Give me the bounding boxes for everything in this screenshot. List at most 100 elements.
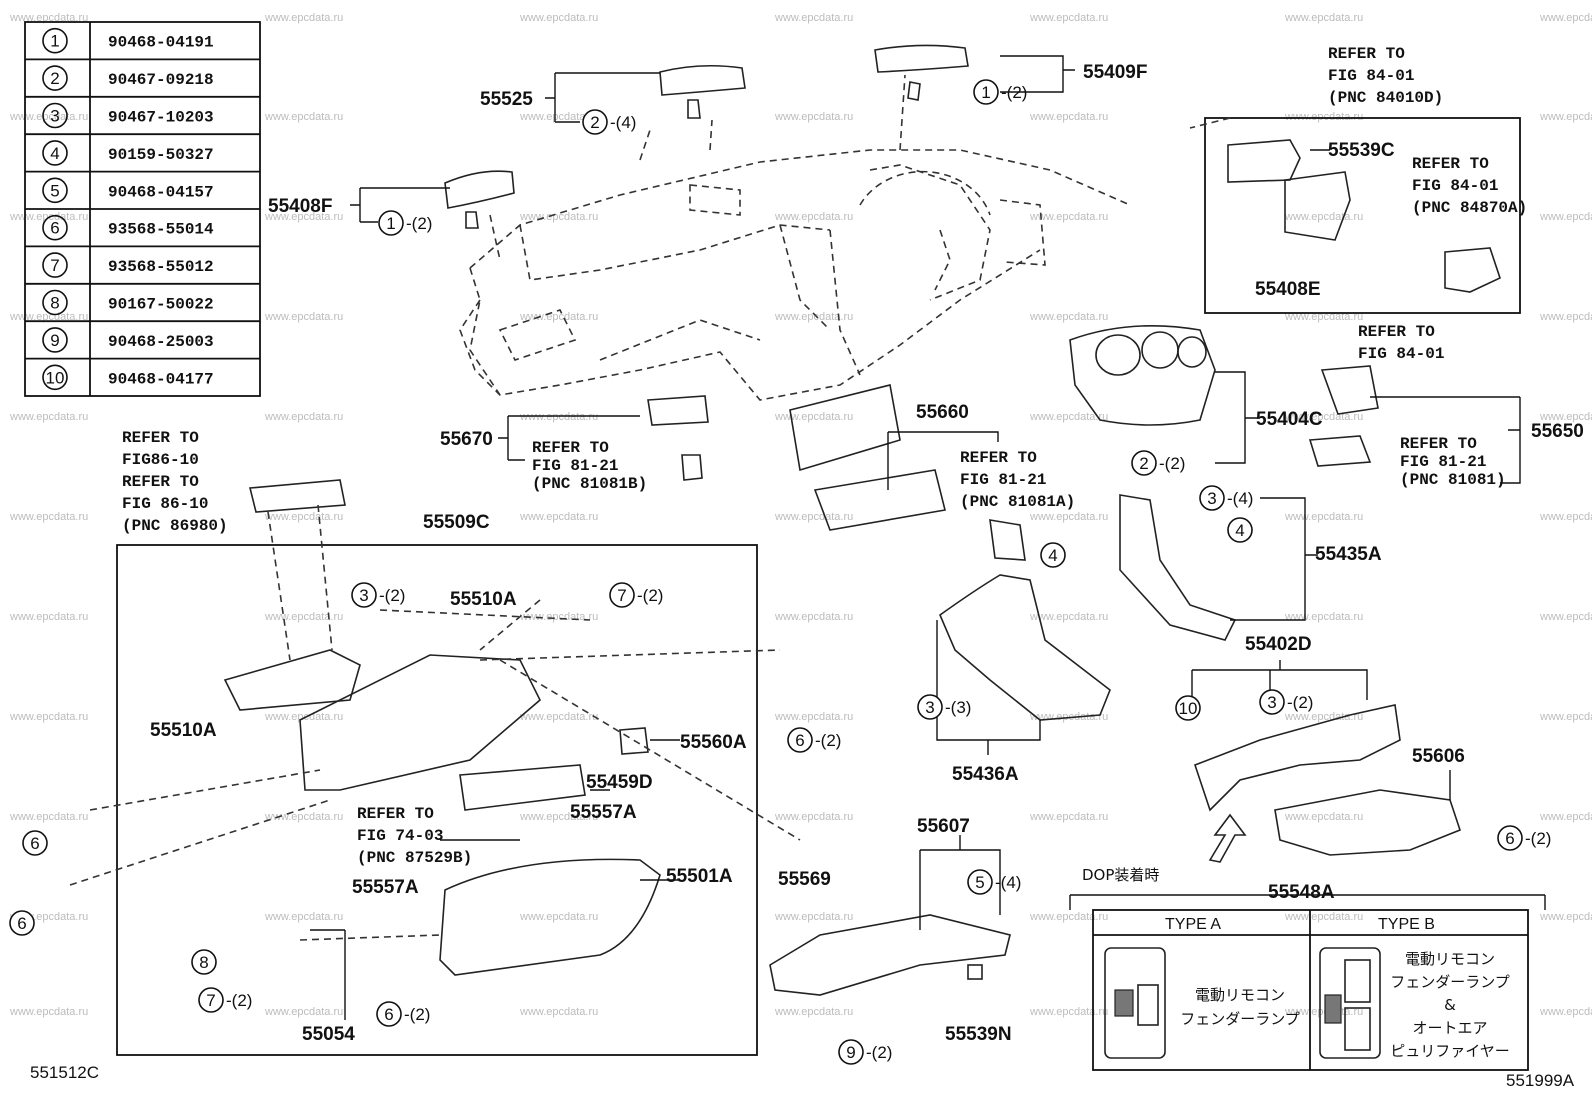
type-b-line: & bbox=[1444, 996, 1456, 1014]
register-vent-right bbox=[1308, 365, 1379, 467]
callout-3: 3 -(4) bbox=[1199, 485, 1253, 511]
part-label-55606: 55606 bbox=[1412, 746, 1465, 767]
watermark: www.epcdata.ru bbox=[9, 511, 88, 523]
callout-quantity: -(2) bbox=[379, 586, 405, 605]
callout-number: 2 bbox=[590, 113, 599, 132]
callout-quantity: -(4) bbox=[1227, 489, 1253, 508]
part-label-55435a: 55435A bbox=[1315, 544, 1382, 565]
callout-6: 6 bbox=[9, 910, 35, 936]
refer-line: FIG 84-01 bbox=[1358, 345, 1444, 363]
panel-cap-right bbox=[874, 44, 969, 101]
dop-option-box bbox=[1092, 909, 1529, 1071]
watermark: www.epcdata.ru bbox=[1539, 811, 1592, 823]
watermark: www.epcdata.ru bbox=[1539, 911, 1592, 923]
switch-type-a bbox=[1104, 947, 1166, 1059]
callout-number: 8 bbox=[199, 953, 208, 972]
watermark: www.epcdata.ru bbox=[519, 611, 598, 623]
glove-box-cover-upper bbox=[659, 64, 746, 119]
fastener-no: 9 bbox=[50, 331, 59, 350]
type-b-line: フェンダーランプ bbox=[1390, 973, 1510, 991]
watermark: www.epcdata.ru bbox=[1539, 311, 1592, 323]
type-a-line: フェンダーランプ bbox=[1180, 1010, 1300, 1028]
watermark: www.epcdata.ru bbox=[1284, 811, 1363, 823]
figure-code-left: 551512C bbox=[30, 1063, 99, 1082]
callout-number: 6 bbox=[1505, 829, 1514, 848]
callout-quantity: -(2) bbox=[1287, 693, 1313, 712]
refer-line: REFER TO bbox=[1328, 45, 1405, 63]
fastener-part-number: 90467-09218 bbox=[108, 71, 214, 89]
callout-number: 6 bbox=[384, 1005, 393, 1024]
watermark: www.epcdata.ru bbox=[774, 12, 853, 24]
part-label-55510a: 55510A bbox=[150, 720, 217, 741]
watermark: www.epcdata.ru bbox=[264, 911, 343, 923]
callout-7: 7-(2) bbox=[198, 987, 252, 1013]
watermark: www.epcdata.ru bbox=[1539, 511, 1592, 523]
callout-number: 1 bbox=[981, 83, 990, 102]
callout-10: 10 bbox=[1175, 695, 1201, 721]
refer-line: (PNC 81081) bbox=[1400, 471, 1506, 489]
watermark: www.epcdata.ru bbox=[264, 611, 343, 623]
callout-quantity: -(2) bbox=[1525, 829, 1551, 848]
callout-3: 3-(3) bbox=[917, 694, 971, 720]
callout-6: 6 -(2) bbox=[1497, 825, 1551, 851]
callout-3: 3 -(2) bbox=[351, 582, 405, 608]
refer-line: REFER TO bbox=[1412, 155, 1489, 173]
refer-line: FIG 84-01 bbox=[1412, 177, 1498, 195]
callout-4: 4 bbox=[1040, 542, 1066, 568]
watermark: www.epcdata.ru bbox=[774, 311, 853, 323]
watermark: www.epcdata.ru bbox=[774, 811, 853, 823]
callout-number: 7 bbox=[206, 991, 215, 1010]
callout-4: 4 bbox=[1227, 517, 1253, 543]
callout-3: 3-(2) bbox=[1259, 689, 1313, 715]
part-label-55660: 55660 bbox=[916, 402, 969, 423]
watermark: www.epcdata.ru bbox=[1029, 411, 1108, 423]
refer-line: (PNC 87529B) bbox=[357, 849, 472, 867]
watermark: www.epcdata.ru bbox=[1284, 711, 1363, 723]
callout-number: 5 bbox=[975, 873, 984, 892]
callout-quantity: -(2) bbox=[406, 214, 432, 233]
watermark: www.epcdata.ru bbox=[1539, 611, 1592, 623]
callout-quantity: -(2) bbox=[815, 731, 841, 750]
refer-line: FIG 74-03 bbox=[357, 827, 443, 845]
refer-line: REFER TO bbox=[1400, 435, 1477, 453]
watermark: www.epcdata.ru bbox=[774, 711, 853, 723]
watermark: www.epcdata.ru bbox=[519, 911, 598, 923]
watermark: www.epcdata.ru bbox=[1539, 1006, 1592, 1018]
fastener-part-number: 93568-55014 bbox=[108, 221, 214, 239]
refer-line: REFER TO bbox=[960, 449, 1037, 467]
part-label-55501a: 55501A bbox=[666, 866, 733, 887]
refer-line: FIG 81-21 bbox=[532, 457, 618, 475]
watermark: www.epcdata.ru bbox=[9, 311, 88, 323]
watermark: www.epcdata.ru bbox=[1284, 411, 1363, 423]
callout-number: 2 bbox=[1139, 454, 1148, 473]
part-label-55557a: 55557A bbox=[352, 877, 419, 898]
watermark: www.epcdata.ru bbox=[264, 12, 343, 24]
callout-1: 1-(2) bbox=[378, 210, 432, 236]
fastener-no: 8 bbox=[50, 294, 59, 313]
callout-number: 3 bbox=[1207, 489, 1216, 508]
fastener-part-number: 90468-04191 bbox=[108, 34, 214, 52]
callout-number: 3 bbox=[359, 586, 368, 605]
watermark: www.epcdata.ru bbox=[9, 12, 88, 24]
cluster-finish-panel bbox=[1069, 324, 1216, 426]
watermark-layer: www.epcdata.ru www.epcdata.ru www.epcdata.… bbox=[9, 12, 1592, 1018]
part-label-55560a: 55560A bbox=[680, 732, 747, 753]
watermark: www.epcdata.ru bbox=[1029, 811, 1108, 823]
watermark: www.epcdata.ru bbox=[519, 511, 598, 523]
part-label-55539c: 55539C bbox=[1328, 140, 1395, 161]
watermark: www.epcdata.ru bbox=[1029, 12, 1108, 24]
figure-code-right: 551999A bbox=[1506, 1071, 1575, 1090]
watermark: www.epcdata.ru bbox=[519, 111, 598, 123]
